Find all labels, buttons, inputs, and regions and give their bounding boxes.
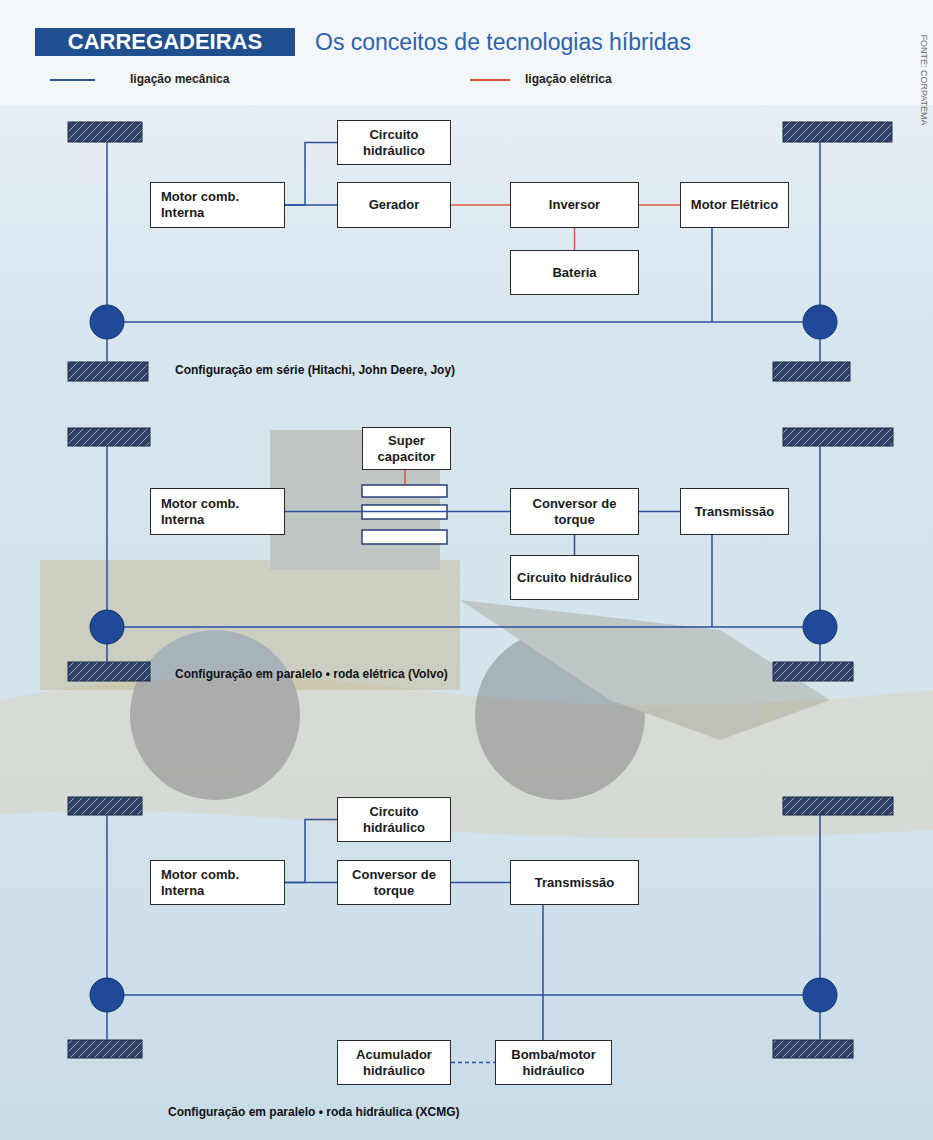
box-label: Bomba/motor hidráulico xyxy=(502,1047,605,1078)
wheel-circle xyxy=(803,978,837,1012)
tyre-block xyxy=(68,122,142,142)
legend-text: ligação elétrica xyxy=(525,72,612,87)
tyre-block xyxy=(783,797,893,815)
tyre-block xyxy=(68,1040,142,1058)
process-box: Super capacitor xyxy=(362,427,451,470)
box-label: Conversor de torque xyxy=(517,496,632,527)
box-label: Motor comb. Interna xyxy=(161,496,278,527)
process-box: Acumulador hidráulico xyxy=(337,1040,451,1085)
axle-line xyxy=(107,142,820,362)
wheel-circle xyxy=(90,978,124,1012)
mechanical-link xyxy=(285,204,337,206)
source-note: FONTE: CORPATEMA xyxy=(918,30,930,130)
box-label: Transmissão xyxy=(687,504,782,520)
tyre-block xyxy=(68,797,142,815)
process-box: Conversor de torque xyxy=(510,488,639,535)
process-box: Transmissão xyxy=(510,860,639,905)
process-box: Inversor xyxy=(510,182,639,228)
loader-silhouette xyxy=(40,430,830,800)
box-label: Super capacitor xyxy=(369,433,444,464)
tyre-block xyxy=(68,362,148,381)
hydraulic-dashed-link xyxy=(451,1062,495,1064)
mechanical-link xyxy=(285,882,337,884)
configuration-caption: Configuração em paralelo • roda hidráuli… xyxy=(168,1105,460,1120)
process-box: Motor Elétrico xyxy=(680,182,789,228)
tyre-block xyxy=(783,428,893,446)
box-label: Gerador xyxy=(344,197,444,213)
process-box: Motor comb. Interna xyxy=(150,860,285,905)
process-box: Bateria xyxy=(510,250,639,295)
mechanical-link xyxy=(574,535,576,555)
wheel-circle xyxy=(90,610,124,644)
wheel-circle xyxy=(90,305,124,339)
configuration-caption: Configuração em paralelo • roda elétrica… xyxy=(175,667,448,682)
mechanical-link xyxy=(285,820,337,883)
legend-text: ligação mecânica xyxy=(130,72,229,87)
mechanical-link xyxy=(285,143,337,206)
tyre-block xyxy=(68,428,150,446)
box-label: Motor Elétrico xyxy=(687,197,782,213)
electrical-lead xyxy=(404,470,406,485)
loader-wheel xyxy=(130,630,300,800)
tyre-block xyxy=(783,122,892,142)
process-box: Transmissão xyxy=(680,488,789,535)
electrical-link xyxy=(574,228,576,250)
box-label: Circuito hidráulico xyxy=(517,570,632,586)
box-label: Motor comb. Interna xyxy=(161,867,278,898)
box-label: Circuito hidráulico xyxy=(344,804,444,835)
box-label: Bateria xyxy=(517,265,632,281)
subtitle: Os conceitos de tecnologias híbridas xyxy=(315,27,691,57)
box-label: Circuito hidráulico xyxy=(344,127,444,158)
process-box: Conversor de torque xyxy=(337,860,451,905)
electrical-link xyxy=(639,204,680,206)
tyre-block xyxy=(773,662,853,681)
legend-sample xyxy=(470,79,510,81)
mechanical-link xyxy=(639,511,680,513)
legend-sample xyxy=(50,79,95,81)
tyre-block xyxy=(68,662,150,681)
box-label: Conversor de torque xyxy=(344,867,444,898)
process-box: Motor comb. Interna xyxy=(150,488,285,535)
box-label: Inversor xyxy=(517,197,632,213)
title-tag: CARREGADEIRAS xyxy=(35,28,295,56)
process-box: Gerador xyxy=(337,182,451,228)
header-ground xyxy=(0,0,933,105)
box-label: Acumulador hidráulico xyxy=(344,1047,444,1078)
capacitor-cell xyxy=(362,530,447,544)
capacitor-cell xyxy=(362,485,447,497)
box-label: Transmissão xyxy=(517,875,632,891)
loader-body xyxy=(40,560,460,690)
wheel-circle xyxy=(803,610,837,644)
tyre-block xyxy=(773,1040,853,1058)
electrical-link xyxy=(451,204,510,206)
axle-line xyxy=(107,446,820,662)
process-box: Motor comb. Interna xyxy=(150,182,285,228)
axle-line xyxy=(107,815,820,1040)
tyre-block xyxy=(773,362,850,381)
process-box: Circuito hidráulico xyxy=(337,797,451,842)
process-box: Bomba/motor hidráulico xyxy=(495,1040,612,1085)
process-box: Circuito hidráulico xyxy=(337,120,451,165)
mechanical-link xyxy=(451,882,510,884)
process-box: Circuito hidráulico xyxy=(510,555,639,600)
box-label: Motor comb. Interna xyxy=(161,189,278,220)
mechanical-link xyxy=(285,511,510,513)
configuration-caption: Configuração em série (Hitachi, John Dee… xyxy=(175,363,455,378)
wheel-circle xyxy=(803,305,837,339)
